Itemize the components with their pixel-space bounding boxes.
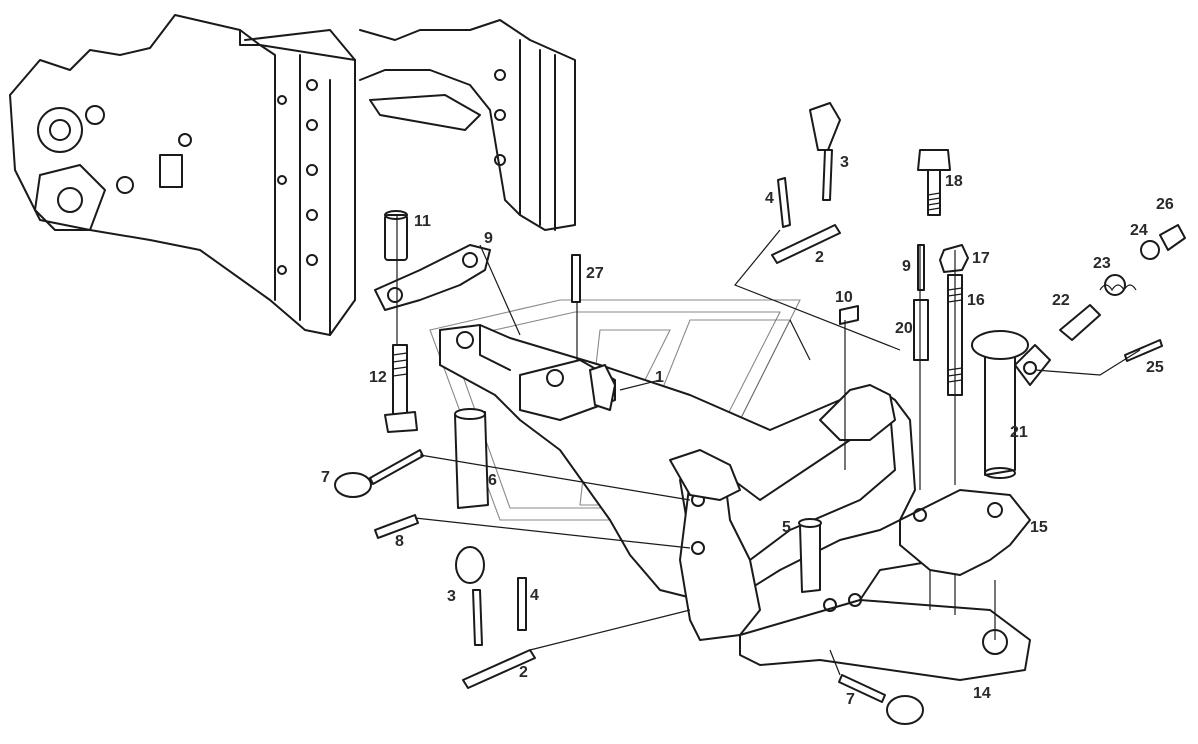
callout-label-22: 22 bbox=[1052, 292, 1070, 309]
callout-label-7a: 7 bbox=[321, 469, 330, 486]
callout-label-11: 11 bbox=[414, 213, 431, 230]
callout-label-10: 10 bbox=[835, 289, 853, 306]
callout-label-26: 26 bbox=[1156, 196, 1174, 213]
swinging-drawbar bbox=[739, 559, 1031, 681]
callout-label-2b: 2 bbox=[519, 664, 528, 681]
linch-pin-7-left bbox=[334, 449, 424, 498]
pin-20 bbox=[913, 299, 929, 361]
callout-label-23: 23 bbox=[1093, 255, 1111, 272]
callout-label-8: 8 bbox=[395, 533, 404, 550]
bracket bbox=[899, 489, 1031, 576]
callout-label-9a: 9 bbox=[484, 230, 493, 247]
callout-label-6: 6 bbox=[488, 472, 497, 489]
pin-2-top bbox=[771, 224, 841, 264]
bolt-18 bbox=[917, 149, 951, 216]
callout-label-2a: 2 bbox=[815, 249, 824, 266]
callout-label-17: 17 bbox=[972, 250, 990, 267]
callout-label-9b: 9 bbox=[902, 258, 911, 275]
callout-label-24: 24 bbox=[1130, 222, 1148, 239]
latch-22 bbox=[1014, 304, 1101, 386]
callout-label-4a: 4 bbox=[765, 190, 774, 207]
pin-4-top bbox=[777, 177, 791, 228]
cap-26 bbox=[1159, 224, 1186, 251]
callout-label-18: 18 bbox=[945, 173, 963, 190]
callout-label-16: 16 bbox=[967, 292, 985, 309]
callout-label-5: 5 bbox=[782, 519, 791, 536]
callout-label-27: 27 bbox=[586, 265, 604, 282]
pin-5 bbox=[798, 518, 822, 593]
callout-label-3b: 3 bbox=[447, 588, 456, 605]
pin-25 bbox=[1124, 339, 1163, 362]
spring-23 bbox=[1099, 274, 1137, 296]
linch-pin-3-top bbox=[809, 102, 841, 201]
callout-label-21: 21 bbox=[1010, 424, 1028, 441]
callout-label-4b: 4 bbox=[530, 587, 539, 604]
callout-label-3a: 3 bbox=[840, 154, 849, 171]
nut-17 bbox=[939, 244, 969, 273]
pin-9-right bbox=[917, 244, 925, 291]
callout-label-25: 25 bbox=[1146, 359, 1164, 376]
tractor-frame bbox=[9, 14, 576, 336]
pin-6 bbox=[454, 408, 489, 509]
pin-4-bottom bbox=[517, 577, 527, 631]
pin-2-bottom bbox=[462, 649, 536, 689]
ball-24 bbox=[1140, 240, 1160, 260]
pin-27 bbox=[571, 254, 581, 303]
bolt-12 bbox=[384, 344, 418, 433]
callout-label-12: 12 bbox=[369, 369, 387, 386]
leader-lines bbox=[396, 215, 1141, 676]
linch-pin-3-bottom bbox=[455, 546, 485, 646]
linch-pin-7-bottom bbox=[838, 674, 924, 725]
callout-labels: 1223344567789910111214151617182021222324… bbox=[321, 154, 1174, 708]
plate-10 bbox=[839, 305, 859, 325]
drawbar-frame bbox=[439, 324, 916, 641]
callout-label-14: 14 bbox=[973, 685, 991, 702]
pin-8 bbox=[374, 514, 419, 539]
callout-label-7b: 7 bbox=[846, 691, 855, 708]
callout-label-20: 20 bbox=[895, 320, 913, 337]
pin-21 bbox=[971, 330, 1029, 479]
callout-label-15: 15 bbox=[1030, 519, 1048, 536]
bushing-11 bbox=[384, 210, 408, 261]
callout-label-1: 1 bbox=[655, 369, 664, 386]
